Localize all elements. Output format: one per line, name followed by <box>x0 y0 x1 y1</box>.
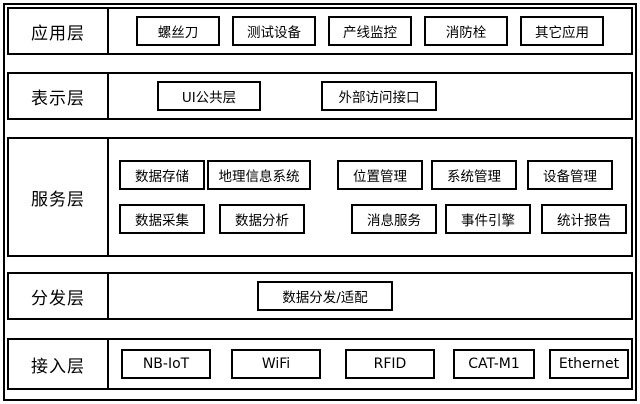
layer-service: 服务层 数据存储 地理信息系统 位置管理 系统管理 设备管理 数据采集 数据分析… <box>7 137 633 257</box>
layer-application: 应用层 螺丝刀 测试设备 产线监控 消防栓 其它应用 <box>7 7 633 55</box>
diagram-outer-border <box>3 3 637 401</box>
layer-presentation-label: 表示层 <box>9 74 109 118</box>
layer-distribution-label: 分发层 <box>9 274 109 318</box>
access-box-nb-iot[interactable]: NB-IoT <box>121 349 211 379</box>
access-box-rfid[interactable]: RFID <box>345 349 435 379</box>
layer-application-body: 螺丝刀 测试设备 产线监控 消防栓 其它应用 <box>109 9 631 53</box>
pres-box-ui-common-layer[interactable]: UI公共层 <box>157 81 261 111</box>
layer-application-label: 应用层 <box>9 9 109 53</box>
layer-presentation: 表示层 UI公共层 外部访问接口 <box>7 72 633 120</box>
access-box-wifi[interactable]: WiFi <box>231 349 321 379</box>
service-box-statistical-report[interactable]: 统计报告 <box>541 204 627 234</box>
service-box-event-engine[interactable]: 事件引擎 <box>445 204 531 234</box>
app-box-fire-hydrant[interactable]: 消防栓 <box>424 16 508 46</box>
layer-access-label: 接入层 <box>9 340 109 388</box>
service-box-data-analysis[interactable]: 数据分析 <box>219 204 305 234</box>
access-box-cat-m1[interactable]: CAT-M1 <box>453 349 535 379</box>
layer-service-row-2: 数据采集 数据分析 消息服务 事件引擎 统计报告 <box>109 204 631 234</box>
layer-distribution-row-1: 数据分发/适配 <box>109 281 631 311</box>
app-box-screwdriver[interactable]: 螺丝刀 <box>136 16 220 46</box>
layer-access: 接入层 NB-IoT WiFi RFID CAT-M1 Ethernet <box>7 338 633 390</box>
service-box-gis[interactable]: 地理信息系统 <box>207 160 311 190</box>
pres-box-external-access-interface[interactable]: 外部访问接口 <box>321 81 437 111</box>
service-box-message-service[interactable]: 消息服务 <box>351 204 437 234</box>
layer-presentation-row-1: UI公共层 外部访问接口 <box>109 81 631 111</box>
app-box-other-applications[interactable]: 其它应用 <box>520 16 604 46</box>
layer-service-row-1: 数据存储 地理信息系统 位置管理 系统管理 设备管理 <box>109 160 631 190</box>
service-box-data-collection[interactable]: 数据采集 <box>119 204 205 234</box>
layer-presentation-body: UI公共层 外部访问接口 <box>109 74 631 118</box>
service-box-data-storage[interactable]: 数据存储 <box>119 160 205 190</box>
dist-box-data-distribution-adaptation[interactable]: 数据分发/适配 <box>257 281 393 311</box>
layer-service-label: 服务层 <box>9 139 109 255</box>
layer-access-row-1: NB-IoT WiFi RFID CAT-M1 Ethernet <box>109 349 631 379</box>
service-box-device-management[interactable]: 设备管理 <box>527 160 613 190</box>
layer-distribution-body: 数据分发/适配 <box>109 274 631 318</box>
service-box-location-management[interactable]: 位置管理 <box>337 160 423 190</box>
layer-distribution: 分发层 数据分发/适配 <box>7 272 633 320</box>
layer-service-body: 数据存储 地理信息系统 位置管理 系统管理 设备管理 数据采集 数据分析 消息服… <box>109 139 631 255</box>
app-box-test-equipment[interactable]: 测试设备 <box>232 16 316 46</box>
service-box-system-management[interactable]: 系统管理 <box>431 160 517 190</box>
access-box-ethernet[interactable]: Ethernet <box>549 349 629 379</box>
app-box-production-line-monitoring[interactable]: 产线监控 <box>328 16 412 46</box>
layer-access-body: NB-IoT WiFi RFID CAT-M1 Ethernet <box>109 340 631 388</box>
layer-application-row-1: 螺丝刀 测试设备 产线监控 消防栓 其它应用 <box>109 16 631 46</box>
